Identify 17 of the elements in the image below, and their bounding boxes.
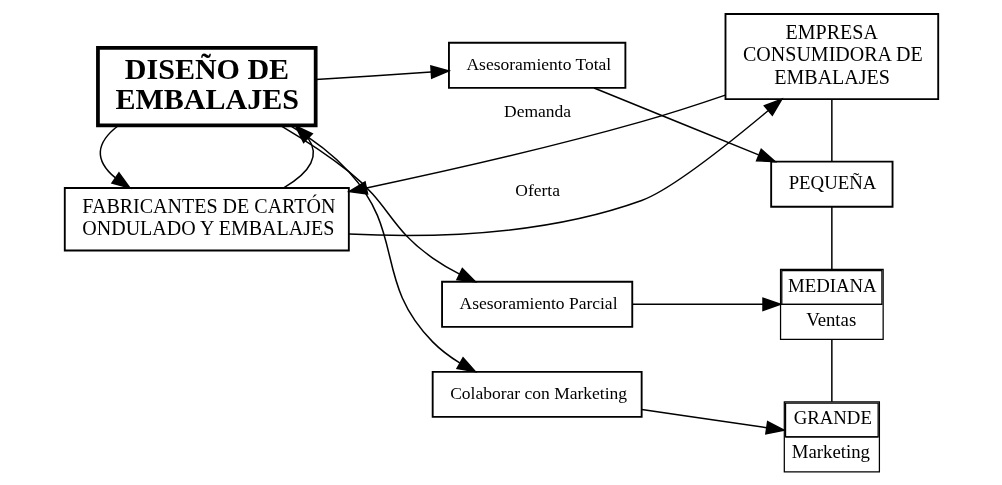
connector [830, 98, 833, 162]
connector [830, 338, 833, 402]
arrow [99, 124, 132, 189]
node-box: DISEÑO DE EMBALAJES [95, 45, 318, 127]
edge-label: Demanda [503, 100, 571, 121]
node-box: EMPRESA CONSUMIDORA DE EMBALAJES [724, 12, 939, 100]
node-box: Asesoramiento Total [447, 41, 626, 89]
arrow [314, 64, 451, 80]
node-box: Asesoramiento Parcial [440, 280, 633, 328]
arrow [640, 408, 786, 435]
node-box: Colaborar con Marketing [431, 370, 643, 418]
node-box: FABRICANTES DE CARTÓN ONDULADO Y EMBALAJES [63, 186, 350, 251]
connector [830, 205, 833, 270]
edge-label: Oferta [514, 179, 560, 200]
arrow [631, 296, 783, 311]
node-box: PEQUEÑA [769, 160, 893, 208]
arrow [592, 86, 777, 162]
